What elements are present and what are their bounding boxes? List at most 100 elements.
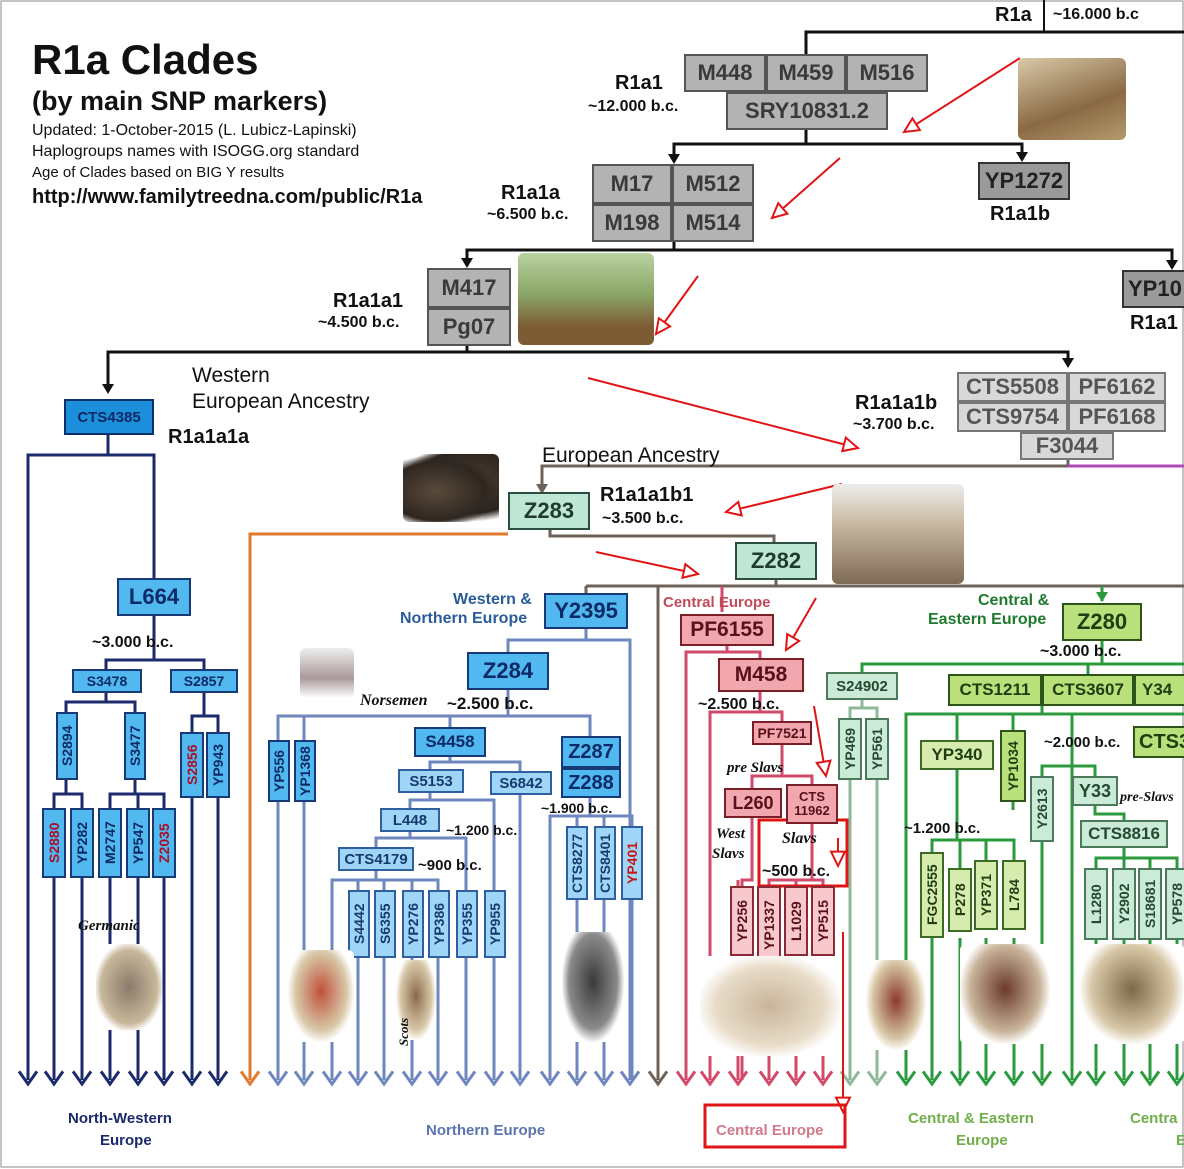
snp-YP578: YP578 <box>1165 868 1184 940</box>
source-url: http://www.familytreedna.com/public/R1a <box>32 186 423 208</box>
arrow-west-2 <box>71 1070 93 1087</box>
arrow-west-7 <box>207 1070 229 1087</box>
snp-CTS4179: CTS4179 <box>338 847 414 871</box>
snp-S4442: S4442 <box>348 890 370 958</box>
connector-m458-pf7521 <box>760 710 784 721</box>
norsemen-label: Norsemen <box>360 692 428 709</box>
connector-z287-left <box>548 798 592 1080</box>
snp-YP547: YP547 <box>126 808 150 878</box>
connector-cts-yp1337 <box>767 824 814 886</box>
annotation-arrow-1-head <box>902 116 922 134</box>
west-slavs-label-2: Slavs <box>712 846 745 862</box>
arrowhead-r1a1a1 <box>461 258 473 268</box>
updated-note: Updated: 1-October-2015 (L. Lubicz-Lapin… <box>32 122 357 139</box>
z287-age: ~1.900 b.c. <box>541 800 613 816</box>
age-note: Age of Clades based on BIG Y results <box>32 164 285 181</box>
r1a1a1b-age: ~3.700 b.c. <box>853 416 935 433</box>
european-ancestry-label: European Ancestry <box>542 444 720 467</box>
r1a1a1a-label: R1a1a1a <box>168 426 250 448</box>
paleolithic-camp-illustration <box>1018 58 1126 140</box>
connector-z287-right <box>590 814 634 826</box>
r1a1a1b1-label: R1a1a1b1 <box>600 484 694 506</box>
cts4179-age: ~900 b.c. <box>418 857 482 874</box>
arrowhead-r1a1a1b <box>1062 358 1074 368</box>
connector-l664-s3478 <box>104 616 156 669</box>
cts11962-line1: CTS <box>799 789 825 804</box>
arrow-north-8 <box>483 1070 505 1087</box>
snp-YP561: YP561 <box>865 718 889 780</box>
snp-Z287: Z287 <box>561 736 621 768</box>
snp-S3478: S3478 <box>72 669 142 693</box>
snp-M2747: M2747 <box>98 808 122 878</box>
region-ce-line2: Europe <box>956 1132 1008 1149</box>
connector-s3477-a <box>108 780 137 808</box>
arrowhead-r1a1a <box>668 154 680 164</box>
arrow-west-6 <box>181 1070 203 1087</box>
snp-S2880: S2880 <box>42 808 66 878</box>
arrow-north-1 <box>293 1070 315 1087</box>
connector-cts4179-right <box>376 878 440 890</box>
snp-M512: M512 <box>672 164 754 204</box>
snp-YP469: YP469 <box>838 718 862 780</box>
connector-l448-cts4179 <box>374 832 412 847</box>
names-note: Haplogroups names with ISOGG.org standar… <box>32 143 360 160</box>
region-ce-line1: Central & Eastern <box>908 1110 1034 1127</box>
snp-S2894: S2894 <box>56 712 78 780</box>
z280-age: ~3.000 b.c. <box>1040 643 1122 660</box>
connector-pf6155-m458 <box>727 650 762 658</box>
annotation-arrow-5-head <box>723 500 743 517</box>
snp-L1029: L1029 <box>784 886 808 956</box>
snp-S2857: S2857 <box>170 669 238 693</box>
snp-YP1368: YP1368 <box>294 740 316 802</box>
snp-L448: L448 <box>380 808 440 832</box>
connector-s2894-b <box>66 792 84 808</box>
arrow-central-4 <box>785 1070 807 1087</box>
arrow-east-5 <box>975 1070 997 1087</box>
neolithic-village-illustration <box>518 253 654 345</box>
connector-s3477-c <box>135 792 140 808</box>
root-label: R1a <box>995 4 1032 26</box>
snp-Z288: Z288 <box>561 768 621 798</box>
snp-S5153: S5153 <box>398 769 464 793</box>
snp-L664: L664 <box>117 578 191 616</box>
central-europe-highlight-box <box>703 1103 847 1149</box>
arrowhead-cts4385 <box>102 384 114 394</box>
arrow-east-2 <box>895 1070 917 1087</box>
connector-s2894-a <box>52 780 68 808</box>
snp-S6355: S6355 <box>374 890 396 958</box>
arrow-east-6 <box>1003 1070 1025 1087</box>
arrow-west-0 <box>17 1070 39 1087</box>
germanic-warrior-illustration <box>96 944 162 1030</box>
snp-PF6168: PF6168 <box>1068 402 1166 432</box>
annotation-arrow-9-head <box>829 850 847 869</box>
snp-Pg07: Pg07 <box>427 308 511 346</box>
connector-z283-orange <box>248 532 508 1080</box>
z280-age2: ~2.000 b.c. <box>1044 734 1121 751</box>
connector-y2395-right <box>586 638 632 1080</box>
snp-CTS9754: CTS9754 <box>957 402 1068 432</box>
annotation-arrow-2-head <box>770 201 790 220</box>
arrow-north-4 <box>373 1070 395 1087</box>
arrow-west-1 <box>43 1070 65 1087</box>
snp-L1280: L1280 <box>1084 868 1108 940</box>
snp-S3477: S3477 <box>124 712 146 780</box>
pre-slavs-east-label: pre-Slavs <box>1120 790 1174 805</box>
snp-M198: M198 <box>592 204 672 242</box>
bronze-age-people-illustration <box>832 484 964 584</box>
snp-L784: L784 <box>1002 860 1026 930</box>
connector-z280-s24902 <box>860 641 1104 672</box>
snp-YP943: YP943 <box>206 732 230 798</box>
snp-YP955: YP955 <box>484 890 506 958</box>
connector-r1a-r1a1 <box>804 30 1184 54</box>
connector-s3478-s3477 <box>106 700 137 712</box>
arrow-east-4 <box>949 1070 971 1087</box>
snp-Z280: Z280 <box>1062 603 1142 641</box>
snp-YP1337: YP1337 <box>757 886 781 964</box>
germanic-label: Germanic <box>78 918 140 934</box>
arrow-central-2 <box>727 1070 749 1087</box>
snp-S2856: S2856 <box>180 732 204 798</box>
slavs-age: ~500 b.c. <box>762 863 831 880</box>
r1a1a1-label: R1a1a1 <box>333 290 404 312</box>
snp-CTS11962: CTS 11962 <box>786 784 838 824</box>
connector-l664-s2857 <box>154 658 206 669</box>
